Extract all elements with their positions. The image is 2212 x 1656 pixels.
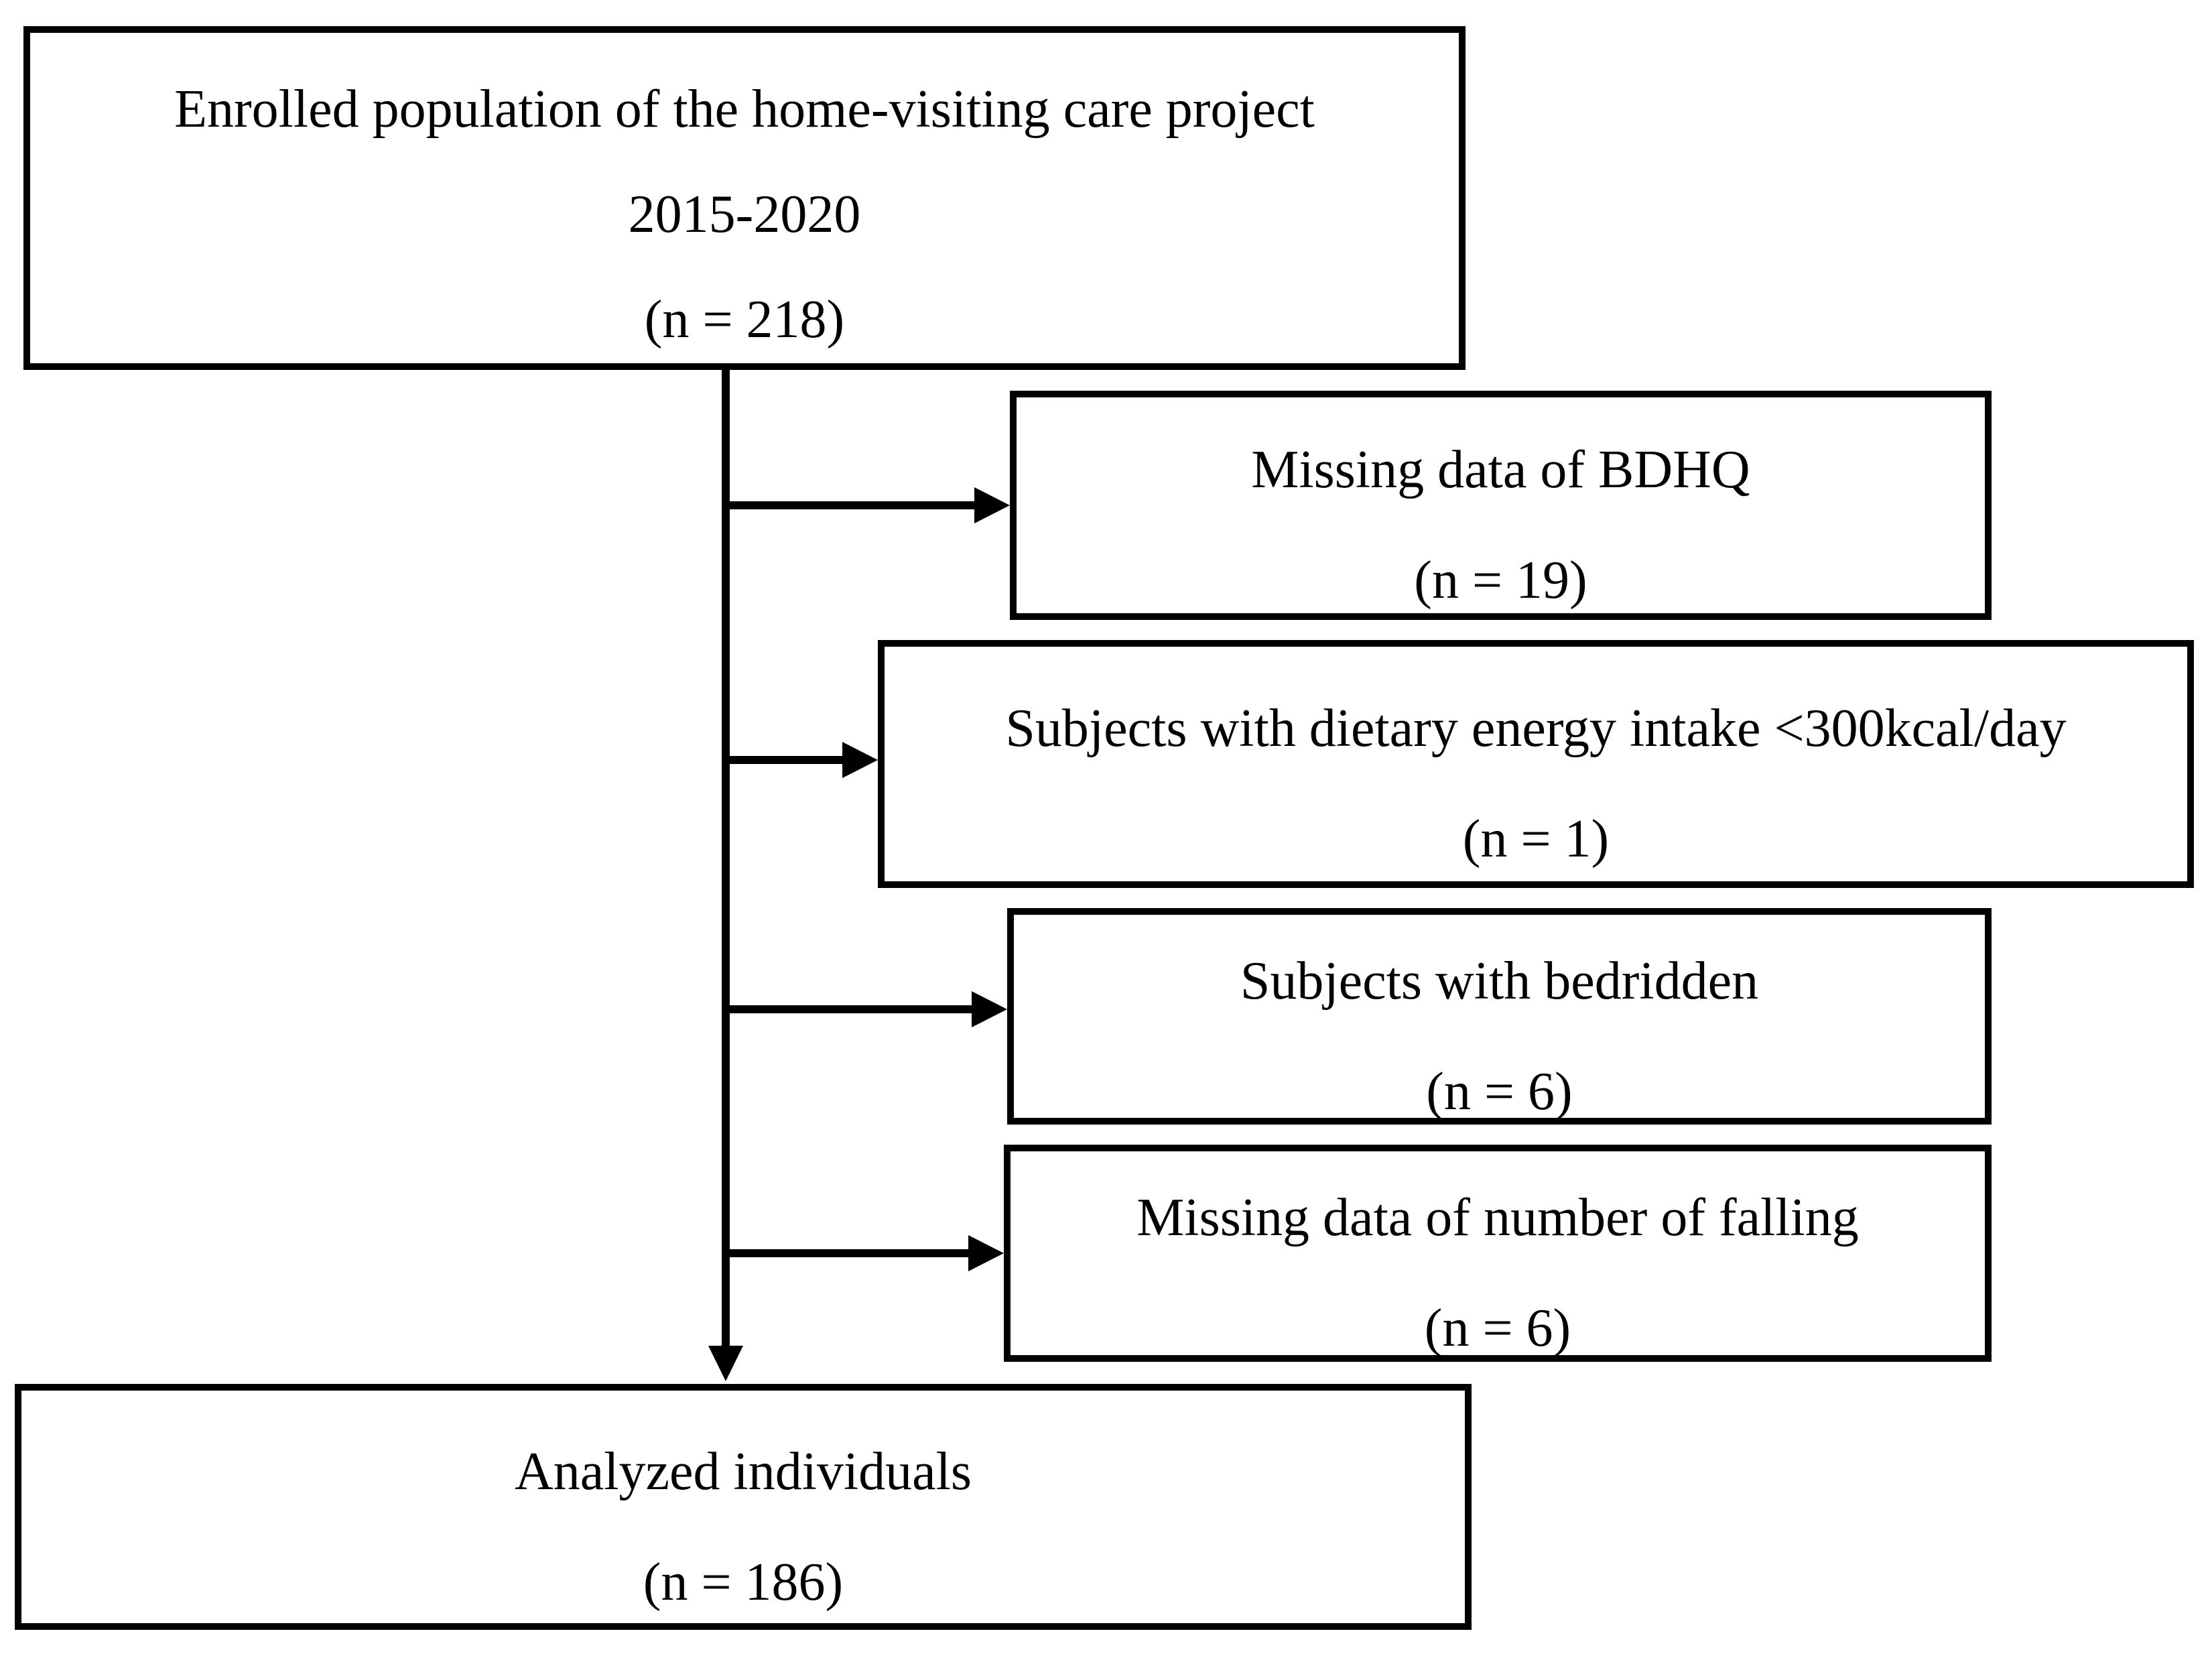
- arrow-to-missing-falls: [726, 1249, 969, 1257]
- exclusion-count: (n = 19): [1414, 551, 1587, 610]
- enrolled-count-line: (n = 218): [644, 290, 845, 349]
- arrow-to-missing-bdhq: [726, 501, 975, 509]
- enrolled-title-line: Enrolled population of the home-visiting…: [174, 80, 1315, 139]
- exclusion-box-missing-bdhq: Missing data of BDHQ (n = 19): [1010, 391, 1992, 620]
- exclusion-count: (n = 6): [1424, 1299, 1571, 1358]
- arrow-to-low-energy-intake: [726, 756, 843, 764]
- main-flow-line: [722, 370, 730, 1346]
- right-arrowhead-icon: [972, 991, 1007, 1027]
- analyzed-individuals-box: Analyzed individuals (n = 186): [15, 1384, 1472, 1630]
- exclusion-label: Missing data of number of falling: [1136, 1188, 1859, 1247]
- analyzed-count: (n = 186): [643, 1552, 844, 1612]
- exclusion-count: (n = 6): [1426, 1062, 1573, 1121]
- exclusion-label: Subjects with bedridden: [1240, 951, 1759, 1011]
- right-arrowhead-icon: [974, 487, 1010, 523]
- exclusion-label: Missing data of BDHQ: [1251, 440, 1750, 499]
- exclusion-box-bedridden: Subjects with bedridden (n = 6): [1007, 908, 1992, 1125]
- down-arrowhead-icon: [708, 1346, 743, 1381]
- enrolled-population-box: Enrolled population of the home-visiting…: [23, 26, 1466, 370]
- exclusion-box-missing-falls: Missing data of number of falling (n = 6…: [1004, 1145, 1992, 1362]
- exclusion-count: (n = 1): [1462, 810, 1610, 869]
- analyzed-label: Analyzed individuals: [514, 1442, 972, 1501]
- exclusion-label: Subjects with dietary energy intake <300…: [1005, 699, 2067, 758]
- exclusion-box-low-energy-intake: Subjects with dietary energy intake <300…: [878, 640, 2194, 888]
- enrolled-years-line: 2015-2020: [628, 185, 861, 244]
- arrow-to-bedridden: [726, 1005, 972, 1013]
- right-arrowhead-icon: [968, 1235, 1004, 1271]
- right-arrowhead-icon: [842, 742, 878, 778]
